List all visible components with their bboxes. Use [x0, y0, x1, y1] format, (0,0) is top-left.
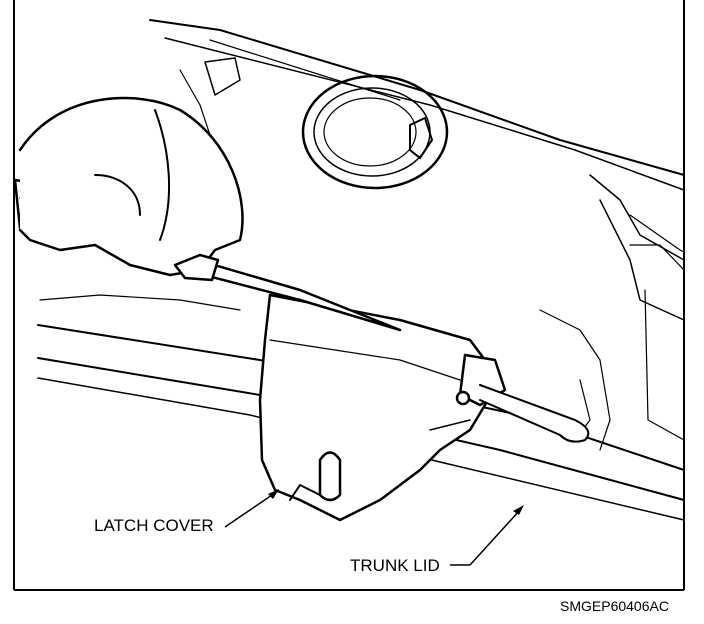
- hand-with-screwdriver: [13, 96, 402, 332]
- leader-arrowheads: [268, 489, 524, 515]
- leader-lines: [224, 492, 521, 566]
- latch-cover-label: LATCH COVER: [94, 516, 214, 535]
- latch-cover-shape: [258, 293, 590, 522]
- lock-cylinder-opening: [301, 74, 449, 190]
- trunk-lid-label: TRUNK LID: [350, 556, 440, 575]
- figure-border: [13, 0, 685, 591]
- figure-code: SMGEP60406AC: [560, 598, 669, 614]
